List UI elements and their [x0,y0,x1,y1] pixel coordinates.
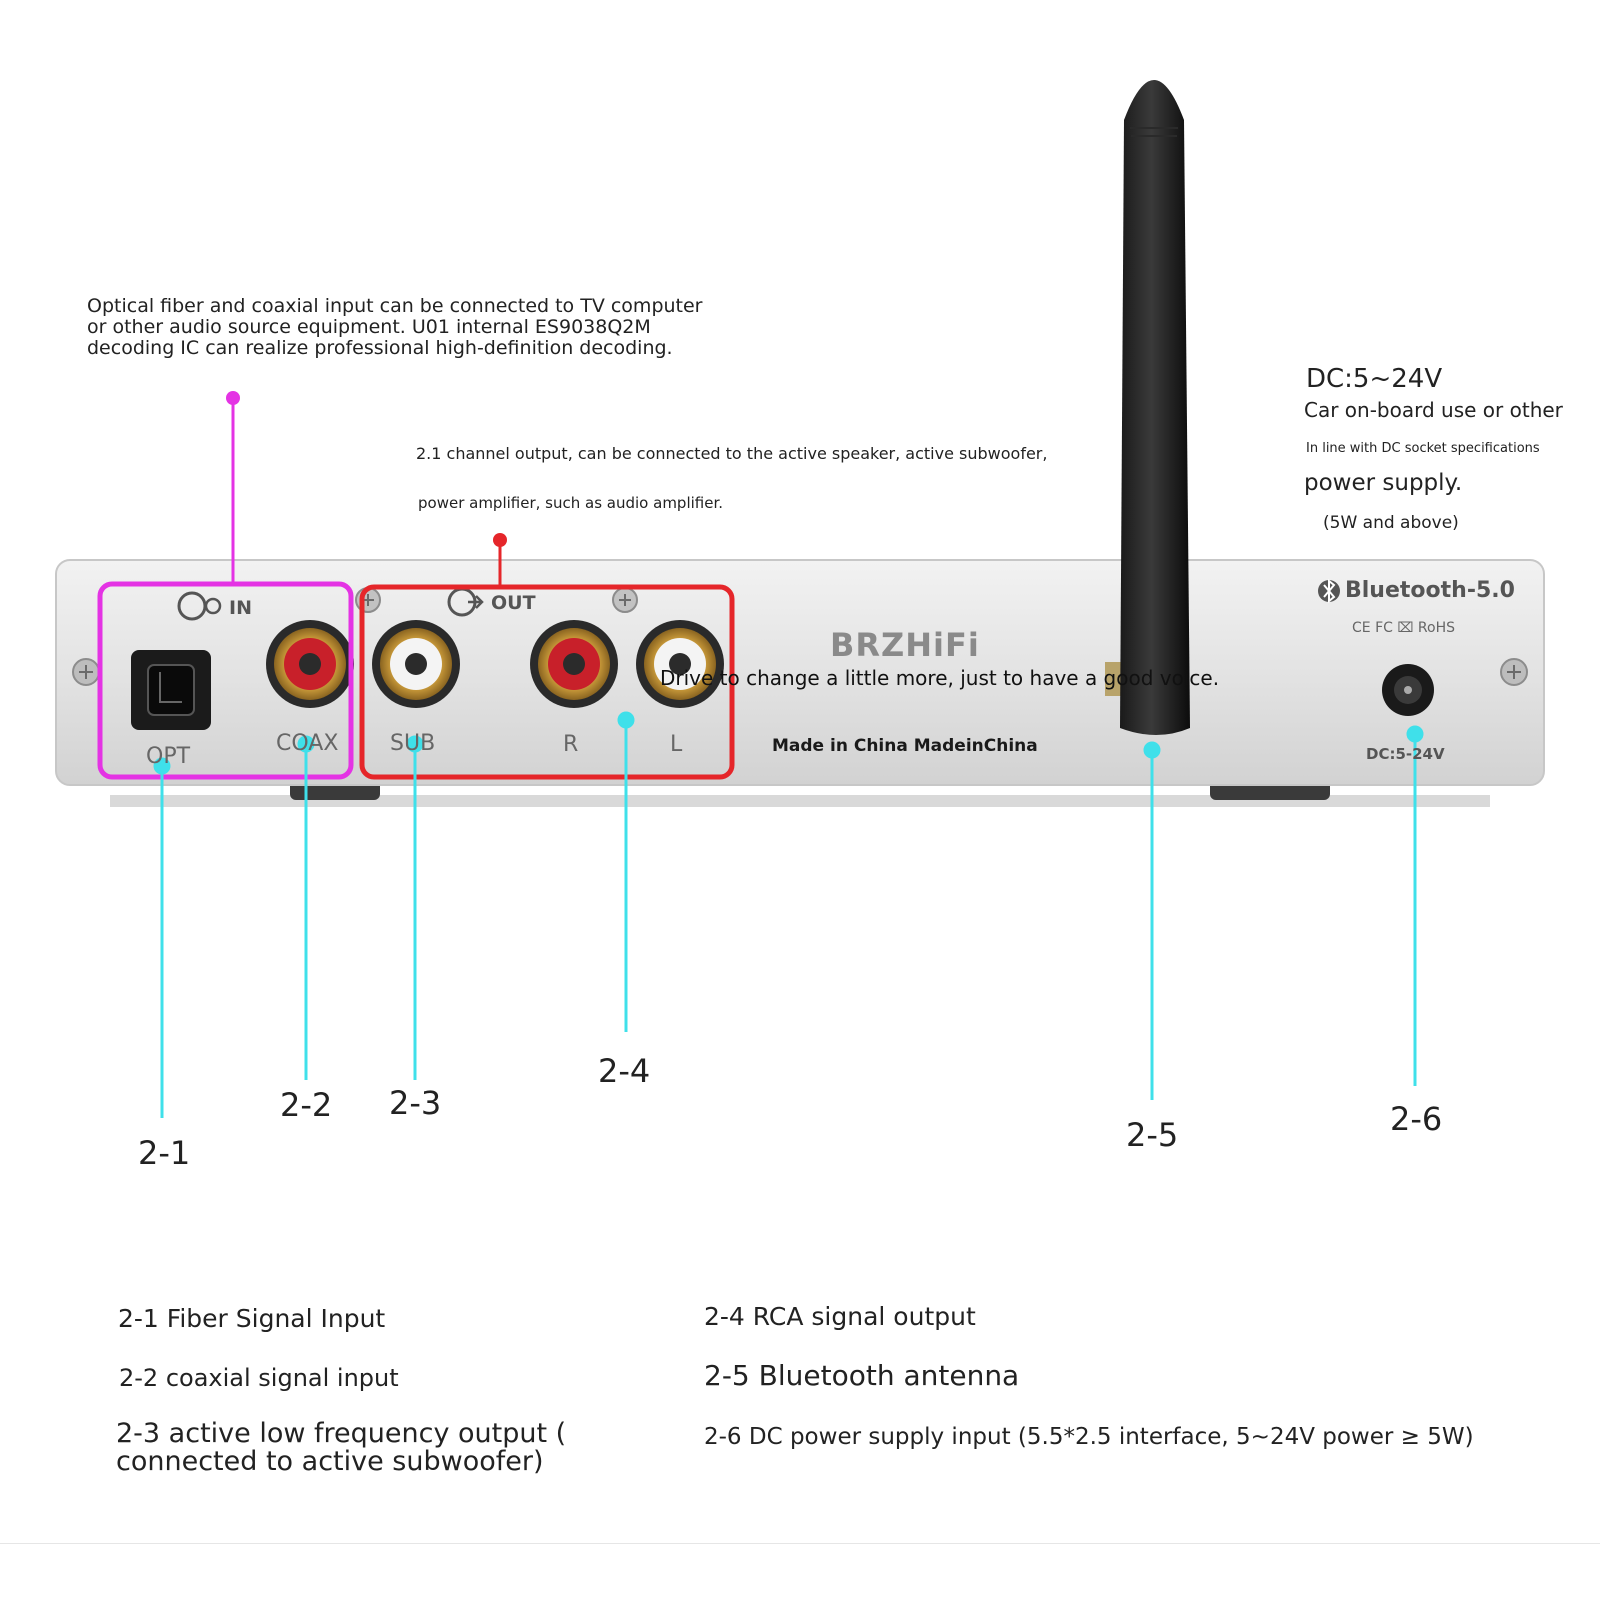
power-title: DC:5~24V [1306,364,1443,394]
bottom-divider [0,1543,1600,1544]
output-pointer-dot [493,533,507,547]
callout-2-6: 2-6 [1390,1100,1443,1138]
bluetooth-label: Bluetooth-5.0 [1345,578,1515,603]
brand-logo: BRZHiFi [830,626,980,664]
l-label: L [670,732,683,757]
bluetooth-antenna [1105,80,1190,735]
r-jack [530,620,618,708]
tagline: Drive to change a little more, just to h… [660,666,1220,690]
made-in-china: Made in China MadeinChina [772,736,1038,756]
legend-2-6: 2-6 DC power supply input (5.5*2.5 inter… [704,1424,1474,1450]
callout-2-1: 2-1 [138,1134,191,1172]
legend-2-5: 2-5 Bluetooth antenna [704,1359,1020,1392]
screw-left [72,658,100,686]
power-line3: power supply. [1304,470,1463,496]
screw-mid-2 [612,587,638,613]
leader-dot-2-5 [1143,741,1161,759]
bluetooth-icon [1318,578,1340,604]
chassis-shadow [110,795,1490,807]
inputs-note: Optical fiber and coaxial input can be c… [87,295,703,359]
leader-dot-2-4 [617,711,635,729]
legend-2-4: 2-4 RCA signal output [704,1302,976,1331]
sub-label: SUB [390,731,436,756]
input-pointer-dot [226,391,240,405]
output-highlight-box [359,584,735,780]
l-jack [636,620,724,708]
dc-power-jack [1382,664,1434,716]
leader-dot-2-6 [1406,725,1424,743]
power-line4: (5W and above) [1323,513,1459,533]
coax-jack [266,620,354,708]
sub-jack [372,620,460,708]
callout-2-2: 2-2 [280,1086,333,1124]
leader-dot-2-2 [297,735,315,753]
r-label: R [563,732,579,757]
power-line2: In line with DC socket specifications [1306,441,1540,456]
leader-dot-2-3 [406,735,424,753]
input-highlight-box [97,581,354,780]
screw-right [1500,658,1528,686]
out-label: OUT [491,592,536,614]
in-label: IN [229,597,252,619]
optical-port [131,650,211,730]
callout-2-4: 2-4 [598,1052,651,1090]
legend-2-2: 2-2 coaxial signal input [119,1364,399,1392]
legend-2-1: 2-1 Fiber Signal Input [118,1304,386,1333]
coax-label: COAX [276,731,339,756]
opt-label: OPT [146,744,191,769]
power-line1: Car on-board use or other [1304,398,1563,422]
outputs-note-line1: 2.1 channel output, can be connected to … [416,444,1048,463]
input-symbol-icon [177,591,222,621]
legend-2-3-line1: 2-3 active low frequency output ( [116,1418,567,1449]
callout-2-3: 2-3 [389,1084,442,1122]
legend-2-3-line2: connected to active subwoofer) [116,1446,544,1477]
dc-label: DC:5-24V [1366,745,1445,763]
outputs-note-line2: power amplifier, such as audio amplifier… [418,494,724,512]
cert-marks: CE FC ⌧ RoHS [1352,620,1456,636]
callout-2-5: 2-5 [1126,1116,1179,1154]
leader-dot-2-1 [153,757,171,775]
